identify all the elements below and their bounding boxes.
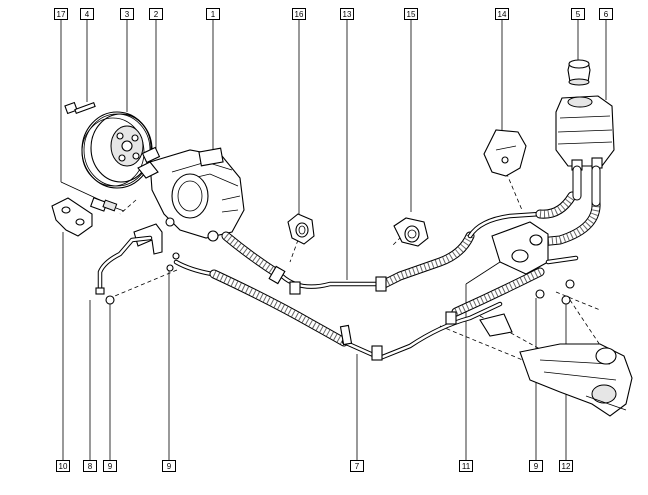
callout-c12: 12 (559, 460, 573, 472)
callout-number: 14 (498, 10, 507, 19)
callout-number: 2 (154, 10, 159, 19)
callout-number: 15 (407, 10, 416, 19)
callout-number: 12 (562, 462, 571, 471)
callout-number: 9 (108, 462, 113, 471)
o-rings (105, 252, 575, 305)
callout-box (571, 8, 585, 20)
power-steering-pump (149, 147, 245, 242)
callout-box (54, 8, 68, 20)
callout-box (599, 8, 613, 20)
hose-clip-15 (393, 217, 429, 247)
callout-c4: 4 (80, 8, 94, 20)
pulley (81, 111, 153, 189)
callout-c17: 17 (54, 8, 68, 20)
feed-pipe (95, 235, 153, 295)
callout-c9c: 9 (529, 460, 543, 472)
callout-number: 9 (167, 462, 172, 471)
callout-c9a: 9 (103, 460, 117, 472)
leader-lines (60, 20, 607, 460)
pressure-hose (173, 259, 545, 361)
callout-c5: 5 (571, 8, 585, 20)
callout-box (206, 8, 220, 20)
reservoir-cap (567, 59, 591, 86)
callout-number: 6 (604, 10, 609, 19)
callout-box (56, 460, 70, 472)
fluid-reservoir (555, 95, 615, 207)
callout-c3: 3 (120, 8, 134, 20)
callout-number: 8 (88, 462, 93, 471)
callout-box (495, 8, 509, 20)
callout-box (120, 8, 134, 20)
callout-number: 17 (57, 10, 66, 19)
callout-box (292, 8, 306, 20)
callout-box (162, 460, 176, 472)
callout-labels: 17 4 3 2 1 16 13 15 14 5 6 10 8 9 9 7 11 9 12 (54, 8, 613, 472)
pressure-switch (90, 197, 125, 212)
callout-number: 4 (85, 10, 90, 19)
hose-junction-block (491, 221, 579, 275)
return-hose (221, 191, 601, 295)
callout-number: 10 (59, 462, 68, 471)
callout-c14: 14 (495, 8, 509, 20)
mounting-bracket (51, 197, 93, 237)
callout-c8: 8 (83, 460, 97, 472)
callout-c15: 15 (404, 8, 418, 20)
callout-c2: 2 (149, 8, 163, 20)
callout-box (529, 460, 543, 472)
callout-box (404, 8, 418, 20)
callout-box (350, 460, 364, 472)
callout-box (340, 8, 354, 20)
callout-box (103, 460, 117, 472)
callout-box (83, 460, 97, 472)
callout-c10: 10 (56, 460, 70, 472)
callout-box (149, 8, 163, 20)
support-bracket (483, 129, 527, 177)
callout-c6: 6 (599, 8, 613, 20)
callout-number: 7 (355, 462, 360, 471)
callout-number: 3 (125, 10, 130, 19)
callout-c11: 11 (459, 460, 473, 472)
callout-box (459, 460, 473, 472)
callout-box (559, 460, 573, 472)
callout-number: 13 (343, 10, 352, 19)
callout-number: 16 (295, 10, 304, 19)
callout-c7: 7 (350, 460, 364, 472)
callout-number: 1 (211, 10, 216, 19)
callout-c9b: 9 (162, 460, 176, 472)
callout-c13: 13 (340, 8, 354, 20)
callout-c1: 1 (206, 8, 220, 20)
steering-rack (479, 313, 633, 417)
bolt (64, 101, 96, 115)
callout-c16: 16 (292, 8, 306, 20)
hose-clip-16 (287, 213, 315, 245)
pump-outlet-fitting (137, 146, 161, 179)
callout-number: 11 (462, 462, 471, 471)
callout-box (80, 8, 94, 20)
callout-number: 9 (534, 462, 539, 471)
callout-number: 5 (576, 10, 581, 19)
